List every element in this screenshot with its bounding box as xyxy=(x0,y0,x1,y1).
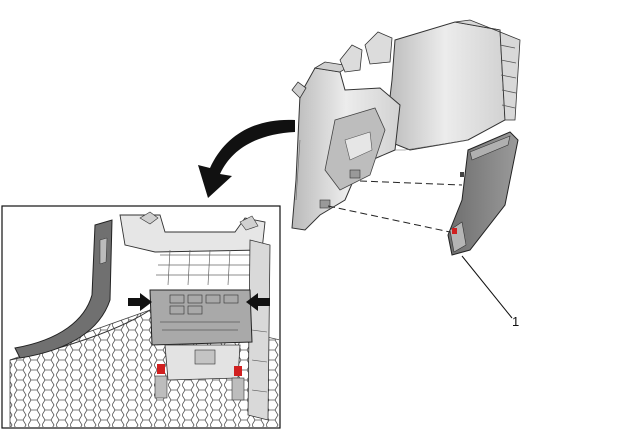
console-side-panel xyxy=(291,19,521,231)
detail-inset xyxy=(1,205,281,429)
alignment-lines xyxy=(327,180,463,233)
clip-marker xyxy=(460,172,464,177)
curved-arrow-icon xyxy=(198,119,295,198)
clip-marker xyxy=(234,366,242,376)
clip-marker xyxy=(452,228,457,234)
arrow-right-icon xyxy=(128,293,152,311)
callout-leader-line xyxy=(461,255,513,319)
clip-marker xyxy=(157,364,165,374)
cover-part-1 xyxy=(447,131,519,256)
arrow-left-icon xyxy=(246,293,270,311)
callout-label-1: 1 xyxy=(512,314,520,329)
